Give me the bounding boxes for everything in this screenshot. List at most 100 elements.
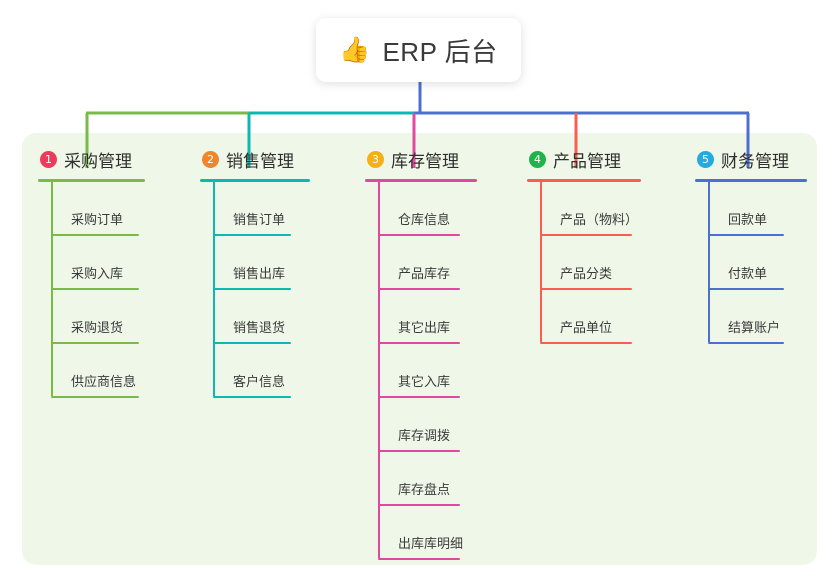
branch-child-item[interactable]: 销售订单 (213, 182, 291, 236)
branch-child-label: 客户信息 (233, 374, 286, 389)
branch-child-label: 供应商信息 (71, 374, 137, 389)
branches-panel (22, 133, 817, 565)
branch-child-label: 销售退货 (233, 320, 286, 335)
branch-child-item[interactable]: 采购订单 (51, 182, 139, 236)
branch-child-underline (378, 504, 460, 506)
branch-child-label: 库存调拨 (398, 428, 451, 443)
branch-child-label: 采购入库 (71, 266, 124, 281)
branch-child-item[interactable]: 采购入库 (51, 236, 139, 290)
branch-child-underline (213, 234, 291, 236)
branch-underline (200, 179, 310, 182)
branch-child-label: 其它出库 (398, 320, 451, 335)
branch-child-underline (378, 558, 460, 560)
branch-column-4: 4 产品管理产品（物料） 产品分类产品单位 (527, 146, 641, 344)
branch-child-underline (51, 342, 139, 344)
branch-header-1[interactable]: 1 采购管理 (38, 146, 146, 172)
branch-title: 销售管理 (226, 151, 294, 171)
branch-child-underline (378, 342, 460, 344)
branch-number-badge: 4 (529, 150, 546, 168)
branch-column-3: 3 库存管理仓库信息产品库存其它出库其它入库库存调拨库存盘点出库库明细 (365, 146, 477, 560)
branch-child-label: 库存盘点 (398, 482, 451, 497)
branch-number-badge: 3 (367, 150, 384, 168)
branch-child-label: 出库库明细 (398, 536, 464, 551)
branch-child-underline (51, 288, 139, 290)
branch-child-label: 产品（物料） (560, 212, 639, 227)
branch-children: 销售订单销售出库销售退货客户信息 (200, 182, 310, 398)
branch-child-label: 产品单位 (560, 320, 613, 335)
branch-child-underline (378, 450, 460, 452)
branch-child-underline (540, 288, 632, 290)
branch-header-2[interactable]: 2 销售管理 (200, 146, 310, 172)
branch-title: 库存管理 (391, 151, 459, 171)
branch-child-underline (540, 342, 632, 344)
branch-children: 回款单付款单结算账户 (695, 182, 807, 344)
branch-child-label: 销售出库 (233, 266, 286, 281)
branch-child-item[interactable]: 出库库明细 (378, 506, 464, 560)
branch-child-underline (378, 396, 460, 398)
branch-number-badge: 1 (40, 150, 57, 168)
branch-child-item[interactable]: 付款单 (708, 236, 784, 290)
branch-underline (365, 179, 477, 182)
branch-underline (695, 179, 807, 182)
branch-child-label: 产品库存 (398, 266, 451, 281)
branch-child-item[interactable]: 销售退货 (213, 290, 291, 344)
branch-child-item[interactable]: 其它入库 (378, 344, 460, 398)
branch-child-item[interactable]: 产品分类 (540, 236, 632, 290)
branch-child-underline (51, 234, 139, 236)
branch-underline (527, 179, 641, 182)
branch-spine (708, 182, 710, 342)
branch-title: 财务管理 (721, 151, 789, 171)
branch-child-item[interactable]: 库存盘点 (378, 452, 460, 506)
root-title: ERP 后台 (382, 36, 498, 67)
branch-child-underline (51, 396, 139, 398)
branch-child-item[interactable]: 产品（物料） (540, 182, 638, 236)
branch-underline (38, 179, 145, 182)
branch-title: 产品管理 (553, 151, 621, 171)
branch-child-label: 仓库信息 (398, 212, 451, 227)
branch-child-item[interactable]: 库存调拨 (378, 398, 460, 452)
branch-child-label: 销售订单 (233, 212, 286, 227)
branch-child-item[interactable]: 产品单位 (540, 290, 632, 344)
branch-children: 产品（物料） 产品分类产品单位 (527, 182, 641, 344)
branch-child-underline (213, 288, 291, 290)
branch-header-5[interactable]: 5 财务管理 (695, 146, 807, 172)
branch-child-item[interactable]: 仓库信息 (378, 182, 460, 236)
branch-number-badge: 2 (202, 150, 219, 168)
branch-children: 仓库信息产品库存其它出库其它入库库存调拨库存盘点出库库明细 (365, 182, 477, 560)
branch-child-underline (708, 288, 784, 290)
branch-child-item[interactable]: 销售出库 (213, 236, 291, 290)
branch-child-label: 回款单 (728, 212, 768, 227)
branch-column-1: 1 采购管理采购订单采购入库采购退货供应商信息 (38, 146, 146, 398)
thumbs-up-icon: 👍 (339, 35, 371, 64)
branch-child-item[interactable]: 产品库存 (378, 236, 460, 290)
branch-child-label: 产品分类 (560, 266, 613, 281)
branch-child-item[interactable]: 回款单 (708, 182, 784, 236)
branch-child-item[interactable]: 供应商信息 (51, 344, 139, 398)
branch-child-label: 其它入库 (398, 374, 451, 389)
branch-child-underline (213, 396, 291, 398)
branch-child-item[interactable]: 客户信息 (213, 344, 291, 398)
branch-child-item[interactable]: 其它出库 (378, 290, 460, 344)
branch-children: 采购订单采购入库采购退货供应商信息 (38, 182, 146, 398)
branch-child-underline (378, 288, 460, 290)
branch-child-label: 结算账户 (728, 320, 781, 335)
branch-child-label: 采购退货 (71, 320, 124, 335)
branch-child-label: 采购订单 (71, 212, 124, 227)
branch-header-3[interactable]: 3 库存管理 (365, 146, 477, 172)
branch-title: 采购管理 (64, 151, 132, 171)
branch-number-badge: 5 (697, 150, 714, 168)
branch-child-underline (708, 342, 784, 344)
branch-child-item[interactable]: 采购退货 (51, 290, 139, 344)
branch-child-underline (540, 234, 632, 236)
branch-child-label: 付款单 (728, 266, 768, 281)
branch-child-item[interactable]: 结算账户 (708, 290, 784, 344)
branch-spine (378, 182, 380, 558)
branch-header-4[interactable]: 4 产品管理 (527, 146, 641, 172)
branch-spine (540, 182, 542, 342)
root-node[interactable]: 👍 ERP 后台 (316, 18, 521, 82)
branch-column-2: 2 销售管理销售订单销售出库销售退货客户信息 (200, 146, 310, 398)
branch-child-underline (213, 342, 291, 344)
branch-column-5: 5 财务管理回款单付款单结算账户 (695, 146, 807, 344)
branch-child-underline (378, 234, 460, 236)
